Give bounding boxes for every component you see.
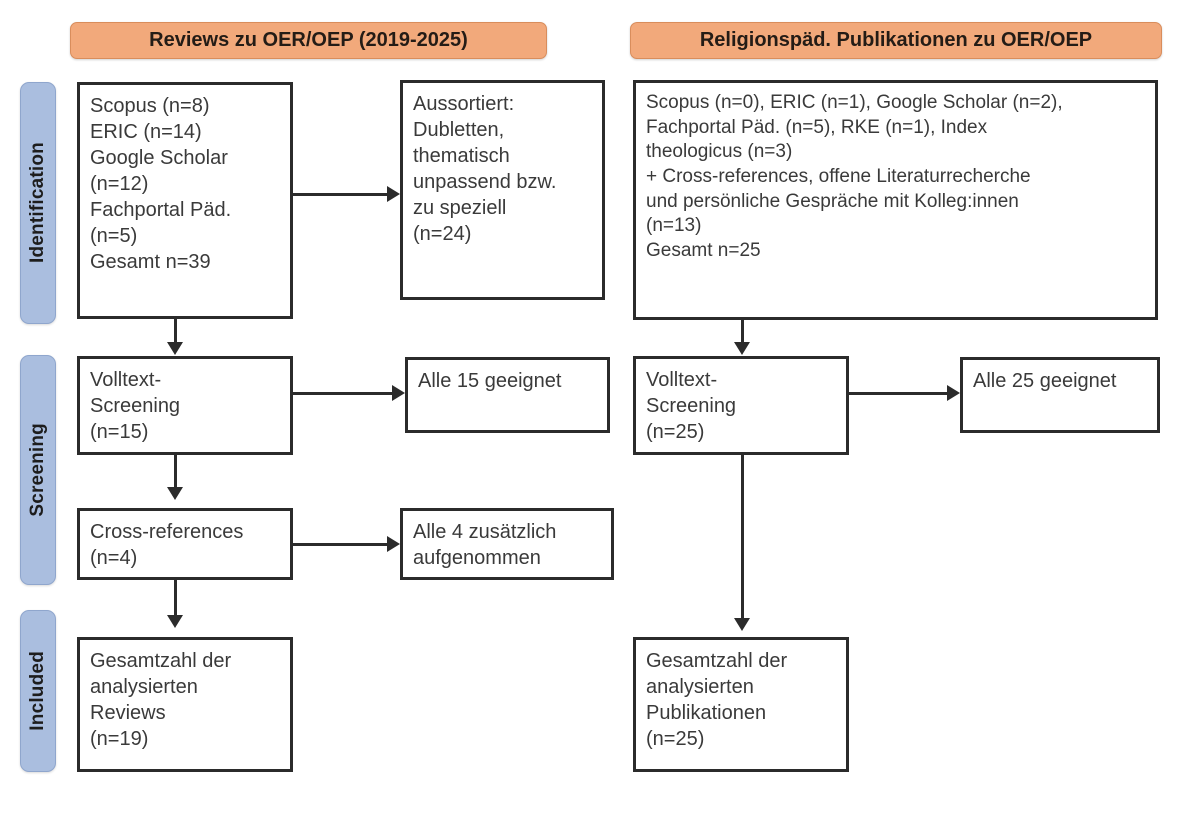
box-right-included-total: Gesamtzahl der analysierten Publikatione… bbox=[633, 637, 849, 772]
box-left-excluded: Aussortiert: Dubletten, thematisch unpas… bbox=[400, 80, 605, 300]
box-left-fulltext-screening: Volltext- Screening (n=15) bbox=[77, 356, 293, 455]
column-header-reviews: Reviews zu OER/OEP (2019-2025) bbox=[70, 22, 547, 59]
connector-left-sources-to-excluded bbox=[293, 193, 387, 196]
stage-bar-screening: Screening bbox=[20, 355, 56, 585]
arrowhead-left-crossref-to-included bbox=[167, 615, 183, 628]
box-left-included-total: Gesamtzahl der analysierten Reviews (n=1… bbox=[77, 637, 293, 772]
connector-left-sources-to-screening bbox=[174, 319, 177, 347]
arrowhead-left-screening-to-crossref bbox=[167, 487, 183, 500]
arrowhead-left-sources-to-excluded bbox=[387, 186, 400, 202]
arrowhead-left-sources-to-screening bbox=[167, 342, 183, 355]
connector-right-screening-to-included bbox=[741, 455, 744, 623]
connector-right-screening-to-result bbox=[849, 392, 947, 395]
connector-left-screening-to-crossref bbox=[174, 455, 177, 492]
arrowhead-left-screening-to-result bbox=[392, 385, 405, 401]
arrowhead-right-sources-to-screening bbox=[734, 342, 750, 355]
connector-left-screening-to-result bbox=[293, 392, 392, 395]
box-left-cross-result: Alle 4 zusätzlich aufgenommen bbox=[400, 508, 614, 580]
box-right-fulltext-screening: Volltext- Screening (n=25) bbox=[633, 356, 849, 455]
connector-left-crossref-to-included bbox=[174, 580, 177, 620]
connector-right-sources-to-screening bbox=[741, 320, 744, 347]
arrowhead-left-crossref-to-result bbox=[387, 536, 400, 552]
connector-left-crossref-to-result bbox=[293, 543, 387, 546]
box-left-identification-sources: Scopus (n=8) ERIC (n=14) Google Scholar … bbox=[77, 82, 293, 319]
stage-label-identification: Identification bbox=[27, 142, 48, 264]
column-header-publikationen-label: Religionspäd. Publikationen zu OER/OEP bbox=[699, 29, 1093, 51]
arrowhead-right-screening-to-included bbox=[734, 618, 750, 631]
stage-bar-included: Included bbox=[20, 610, 56, 772]
box-left-screening-result: Alle 15 geeignet bbox=[405, 357, 610, 433]
stage-label-screening: Screening bbox=[27, 423, 48, 517]
box-left-cross-references: Cross-references (n=4) bbox=[77, 508, 293, 580]
stage-label-included: Included bbox=[27, 651, 48, 731]
stage-bar-identification: Identification bbox=[20, 82, 56, 324]
arrowhead-right-screening-to-result bbox=[947, 385, 960, 401]
box-right-screening-result: Alle 25 geeignet bbox=[960, 357, 1160, 433]
column-header-publikationen: Religionspäd. Publikationen zu OER/OEP bbox=[630, 22, 1162, 59]
column-header-reviews-label: Reviews zu OER/OEP (2019-2025) bbox=[149, 29, 468, 51]
box-right-identification-sources: Scopus (n=0), ERIC (n=1), Google Scholar… bbox=[633, 80, 1158, 320]
